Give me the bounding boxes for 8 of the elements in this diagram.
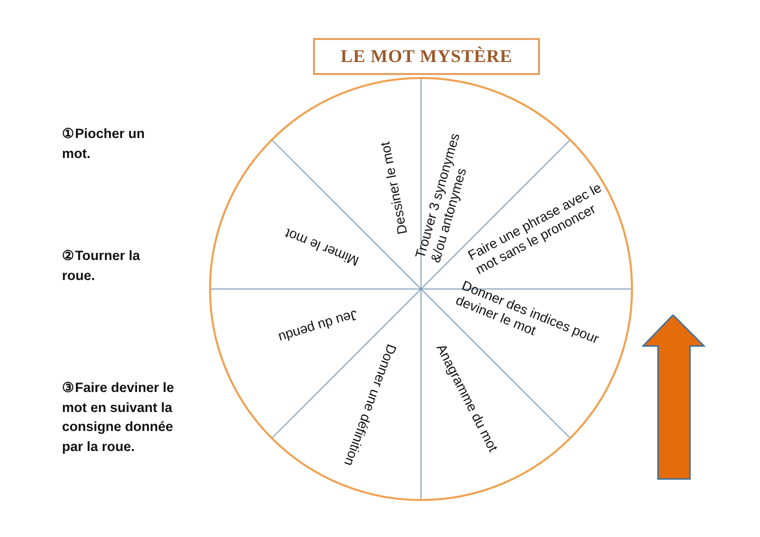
wheel-segment-text: Mimer le mot [282,225,362,269]
wheel-segment-text: Dessiner le mot [377,140,411,236]
title-box [313,38,540,75]
step-text: ②Tourner la roue. [62,247,142,285]
step-text: ③Faire deviner le mot en suivant la consigne donnée par la roue. [62,379,176,456]
step-text: ①Piocher un mot. [62,125,146,163]
wheel-segment-text: Jeu du pendu [276,306,360,346]
title: LE MOT MYSTÈRE [340,46,512,67]
